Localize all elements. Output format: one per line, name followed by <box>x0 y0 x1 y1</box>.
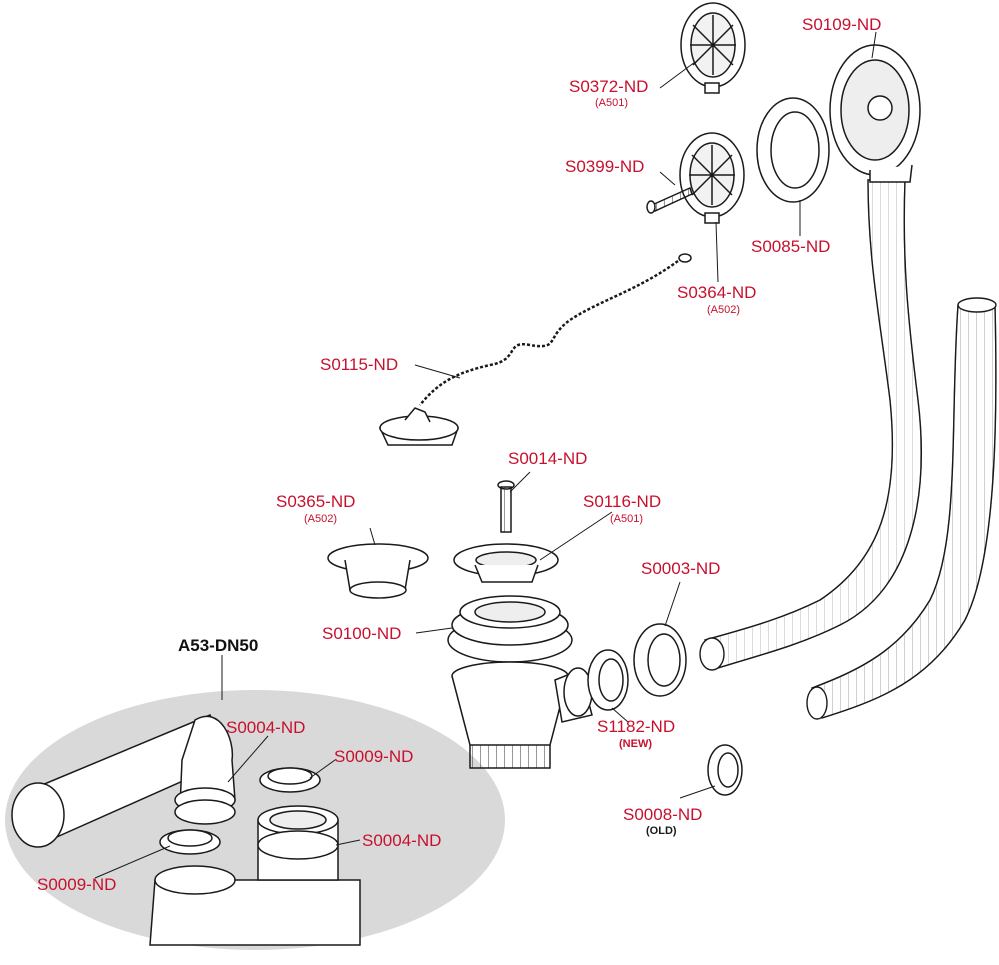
kit-title: A53-DN50 <box>178 636 259 655</box>
overflow-body-part <box>829 44 921 183</box>
label-s0115: S0115-ND <box>320 355 399 374</box>
a53-ring-lower <box>159 829 221 855</box>
drain-flange-a502 <box>327 543 429 599</box>
flexible-hose-drain <box>806 297 997 720</box>
flexible-hose-overflow <box>699 179 922 671</box>
a53-trap-body <box>149 805 361 946</box>
label-s0003: S0003-ND <box>641 559 721 578</box>
label-s0008: S0008-ND <box>623 805 703 824</box>
sublabel-s0116: (A501) <box>610 513 644 525</box>
label-s0372: S0372-ND <box>569 77 649 96</box>
union-nut-part <box>633 623 687 697</box>
leader-lines <box>94 31 877 879</box>
label-s0085: S0085-ND <box>751 237 831 256</box>
label-s1182: S1182-ND <box>597 717 676 736</box>
note-old: (OLD) <box>646 825 677 837</box>
label-s0116: S0116-ND <box>583 492 662 511</box>
ring-nut-part <box>447 595 573 663</box>
plug-part <box>378 253 692 446</box>
a53-elbow-pipe <box>11 714 236 848</box>
overflow-cover-a501 <box>680 2 746 94</box>
label-s0364: S0364-ND <box>677 283 757 302</box>
drain-body-part <box>451 661 593 769</box>
a53-ring-upper <box>259 767 321 793</box>
overflow-cover-a502 <box>679 132 745 224</box>
label-s0004-lower: S0004-ND <box>362 831 442 850</box>
gasket-ring-part <box>756 97 830 203</box>
sublabel-s0365: (A502) <box>304 513 338 525</box>
chain-plug-part <box>419 257 683 406</box>
label-s0399: S0399-ND <box>565 157 645 176</box>
gasket-new-part <box>587 649 629 711</box>
sublabel-s0364: (A502) <box>707 304 741 316</box>
screw-part <box>646 186 693 214</box>
label-s0365: S0365-ND <box>276 492 356 511</box>
note-new: (NEW) <box>619 738 652 750</box>
label-s0009-upper: S0009-ND <box>334 747 414 766</box>
label-s0009-lower: S0009-ND <box>37 875 117 894</box>
label-s0100: S0100-ND <box>322 624 402 643</box>
label-s0014: S0014-ND <box>508 449 588 468</box>
gasket-old-part <box>707 744 743 796</box>
sublabel-s0372: (A501) <box>595 97 629 109</box>
drain-flange-a501 <box>453 543 559 583</box>
label-s0109: S0109-ND <box>802 15 882 34</box>
label-s0004-upper: S0004-ND <box>226 718 306 737</box>
bolt-part <box>497 480 515 533</box>
